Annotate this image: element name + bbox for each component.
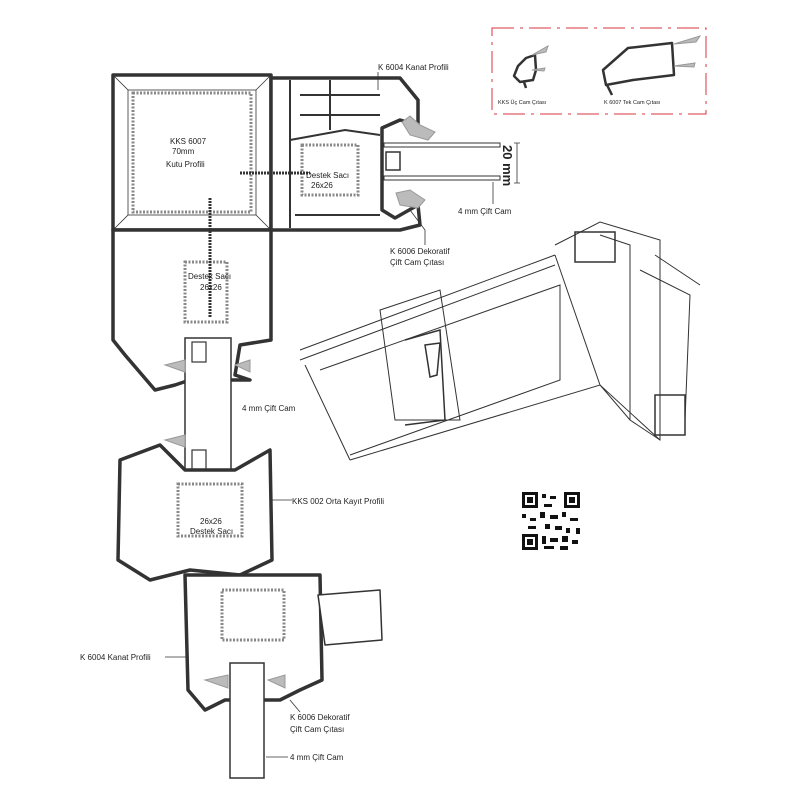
- support-mid-label: Destek Sacı: [190, 527, 233, 536]
- bottom-sash-label: K 6004 Kanat Profili: [80, 653, 151, 662]
- box-profile-name: KKS 6007: [170, 137, 207, 146]
- bead-top-sublabel: Çift Cam Çıtası: [390, 258, 444, 267]
- kks-triple-bead-shape: [512, 53, 538, 89]
- bead-bottom-label: K 6006 Dekoratif: [290, 713, 350, 722]
- box-profile-width: 70mm: [172, 147, 195, 156]
- glass-top-label: 4 mm Çift Cam: [458, 207, 512, 216]
- corner-3d-view: [299, 221, 701, 461]
- top-glass: 20 mm 4 mm Çift Cam: [383, 142, 520, 216]
- mullion-profile: 26x26 Destek Sacı KKS 002 Orta Kayıt Pro…: [116, 443, 384, 582]
- bottom-sash-profile: K 6004 Kanat Profili K 6006 Dekoratif Çi…: [80, 573, 383, 779]
- qr-code: [522, 492, 580, 550]
- glass-mid-label: 4 mm Çift Cam: [242, 404, 296, 413]
- inset-label-k6007-single: K 6007 Tek Cam Çıtası: [604, 100, 660, 106]
- top-sash-label: K 6004 Kanat Profili: [378, 63, 449, 72]
- support-top-size: 26x26: [311, 181, 333, 190]
- support-mid-size: 26x26: [200, 517, 222, 526]
- box-profile-type: Kutu Profili: [166, 160, 205, 169]
- mullion-label: KKS 002 Orta Kayıt Profili: [292, 497, 384, 506]
- middle-glass: 4 mm Çift Cam: [163, 337, 296, 474]
- support-left-label: Destek Sacı: [188, 272, 231, 281]
- support-left-size: 26x26: [200, 283, 222, 292]
- glass-thickness-label: 20 mm: [500, 145, 515, 186]
- support-top-label: Destek Sacı: [306, 171, 349, 180]
- bead-top-label: K 6006 Dekoratif: [390, 247, 450, 256]
- top-frame-profile: Destek Sacı 26x26: [240, 76, 436, 232]
- glazing-bead-inset: KKS Üç Cam Çıtası K 6007 Tek Cam Çıtası: [491, 27, 707, 115]
- k6007-single-bead-shape: [601, 41, 676, 96]
- bead-bottom-sublabel: Çift Cam Çıtası: [290, 725, 344, 734]
- box-profile: KKS 6007 70mm Kutu Profili: [111, 73, 273, 232]
- inset-label-kks-triple: KKS Üç Cam Çıtası: [498, 99, 546, 106]
- glass-bottom-label: 4 mm Çift Cam: [290, 753, 344, 762]
